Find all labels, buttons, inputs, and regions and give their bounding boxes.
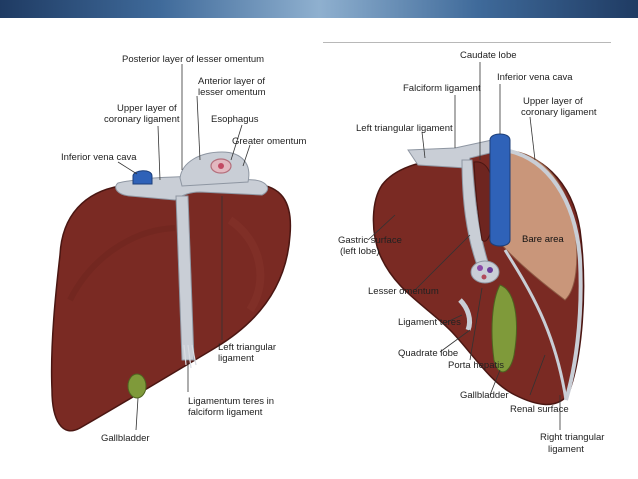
label-posterior-lesser-omentum: Posterior layer of lesser omentum xyxy=(122,54,264,65)
label-greater-omentum: Greater omentum xyxy=(232,136,307,147)
caudate-lobe xyxy=(473,161,495,242)
label-gastric-1: Gastric surface xyxy=(338,235,402,246)
label-gallbladder-right: Gallbladder xyxy=(460,390,509,401)
gallbladder-left xyxy=(127,373,147,399)
label-gastric-2: (left lobe) xyxy=(340,246,380,257)
label-left-triangular-right: Left triangular ligament xyxy=(356,123,453,134)
label-ivc-left: Inferior vena cava xyxy=(61,152,137,163)
gallbladder-right xyxy=(491,284,517,373)
label-falciform: Falciform ligament xyxy=(403,83,481,94)
anterior-view xyxy=(50,64,292,432)
left-triangular-band xyxy=(407,139,495,169)
title-banner xyxy=(0,0,638,18)
ivc-left xyxy=(132,170,153,185)
falciform-ligament-left xyxy=(175,195,195,361)
label-anterior-lesser-2: lesser omentum xyxy=(198,87,266,98)
label-lig-teres-1: Ligamentum teres in xyxy=(188,396,274,407)
label-upper-coronary-right-1: Upper layer of xyxy=(523,96,583,107)
label-lig-teres-right: Ligament teres xyxy=(398,317,461,328)
label-anterior-lesser-1: Anterior layer of xyxy=(198,76,265,87)
label-caudate-lobe: Caudate lobe xyxy=(460,50,517,61)
label-esophagus: Esophagus xyxy=(211,114,259,125)
divider-line xyxy=(323,42,611,43)
label-quadrate: Quadrate lobe xyxy=(398,348,458,359)
label-renal-surface: Renal surface xyxy=(510,404,569,415)
label-upper-coronary-right-2: coronary ligament xyxy=(521,107,597,118)
label-right-triangular-1: Right triangular xyxy=(540,432,604,443)
label-upper-coronary-2: coronary ligament xyxy=(104,114,180,125)
label-bare-area: Bare area xyxy=(522,234,564,245)
label-lig-teres-2: falciform ligament xyxy=(188,407,263,418)
label-porta-hepatis: Porta hepatis xyxy=(448,360,504,371)
label-gallbladder-left: Gallbladder xyxy=(101,433,150,444)
label-ivc-right: Inferior vena cava xyxy=(497,72,573,83)
posterior-view xyxy=(367,62,585,430)
label-lesser-omentum: Lesser omentum xyxy=(368,286,439,297)
ivc-right xyxy=(489,133,511,247)
label-right-triangular-2: ligament xyxy=(548,444,584,455)
porta-hepatis-ring xyxy=(470,260,500,284)
label-left-triangular-2: ligament xyxy=(218,353,254,364)
label-upper-coronary-1: Upper layer of xyxy=(117,103,177,114)
label-left-triangular-1: Left triangular xyxy=(218,342,276,353)
